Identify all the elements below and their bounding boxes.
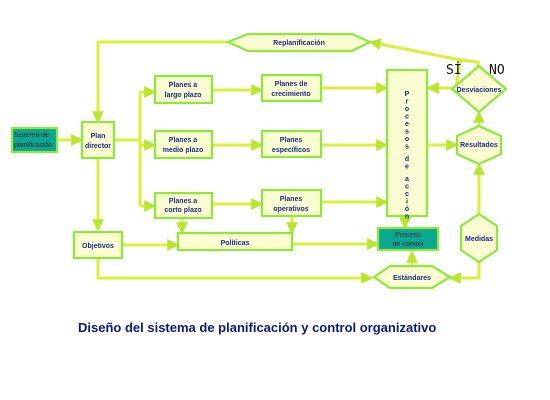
corto-plazo-line-2: corto plazo [164,207,201,214]
connector-objetivos-estandares [96,258,374,284]
node-desviaciones: Desviaciones [450,64,508,114]
desviaciones-label: Desviaciones [457,87,502,94]
connectors [57,38,485,284]
estandares-label: Estándares [393,275,431,282]
especificos-line-2: específicos [272,147,310,154]
node-corto-plazo: Planes a corto plazo [153,191,214,220]
node-objetivos: Objetivos [72,230,124,260]
largo-plazo-line-1: Planes a [169,82,198,89]
politicas-label: Políticas [221,240,250,247]
connector-desviaciones-replan [368,38,461,62]
connector-replan-left [92,40,228,124]
node-medio-plazo: Planes a medio plazo [153,129,214,160]
objetivos-label: Objetivos [82,243,114,250]
resultados-label: Resultados [460,142,498,149]
plan-director-line-1: Plan [91,133,106,140]
crecimiento-line-1: Planes de [275,81,308,88]
node-sistema-planificacion: Sistema de planificación [10,126,59,154]
plan-director-line-2: director [85,143,111,150]
medio-plazo-line-1: Planes a [169,137,198,144]
node-medidas: Medidas [459,212,499,264]
node-politicas: Políticas [176,231,294,252]
corto-plazo-line-1: Planes a [169,198,198,205]
especificos-line-1: Planes [280,137,303,144]
node-resultados: Resultados [455,124,503,166]
medidas-label: Medidas [465,236,493,243]
sistema-line-1: Sistema de [14,132,49,139]
node-largo-plazo: Planes a largo plazo [153,74,214,105]
node-planes-operativos: Planes operativos [260,188,323,218]
node-estandares: Estándares [372,264,453,290]
node-replanificacion: Replanificación [225,32,373,53]
sistema-line-2: planificación [14,142,53,149]
largo-plazo-line-2: largo plazo [165,92,202,99]
proceso-control-line-2: de control [393,241,424,248]
node-proceso-control: Proceso de control [376,226,440,252]
diagram-caption: Diseño del sistema de planificación y co… [78,320,436,335]
connector-medidas-estandares [448,262,481,284]
node-plan-director: Plan director [80,120,116,160]
operativos-line-1: Planes [280,196,303,203]
si-label: SÍ [446,62,462,78]
medio-plazo-line-2: medio plazo [163,147,203,154]
operativos-line-2: operativos [273,206,309,213]
node-planes-especificos: Planes específicos [260,129,323,159]
crecimiento-line-2: crecimiento [271,91,310,98]
proceso-control-line-1: Proceso [395,232,421,239]
replanificacion-label: Replanificación [273,40,325,47]
node-planes-crecimiento: Planes de crecimiento [260,73,323,103]
no-label: NO [489,63,505,78]
